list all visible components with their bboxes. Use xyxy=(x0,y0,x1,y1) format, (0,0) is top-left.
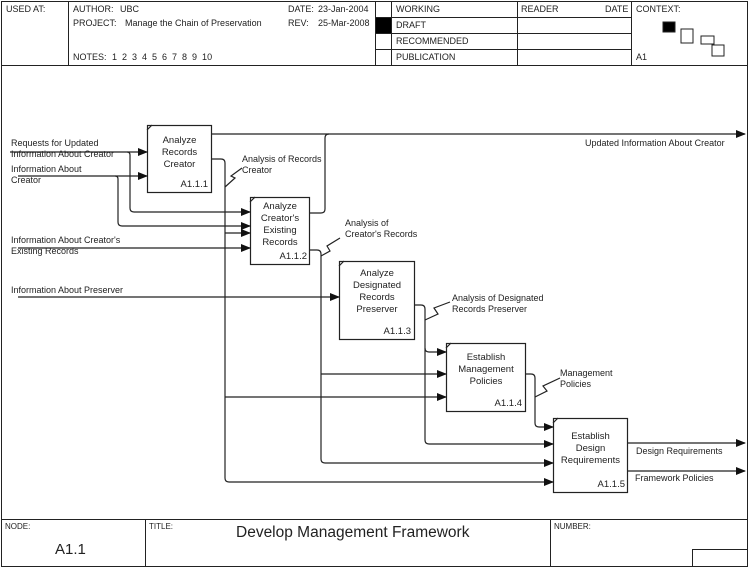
output-label: Design Requirements xyxy=(636,446,723,456)
arrow-analysis-creators-records xyxy=(309,249,554,467)
flow-label: Analysis of Designated Records Preserver xyxy=(452,293,544,314)
used-at-label: USED AT: xyxy=(6,4,46,14)
status-draft[interactable]: DRAFT xyxy=(396,20,426,30)
author-label: AUTHOR: xyxy=(73,4,114,14)
notes-value: 1 2 3 4 5 6 7 8 9 10 xyxy=(112,52,213,62)
title-label: TITLE: xyxy=(149,522,174,531)
activity-id: A1.1.1 xyxy=(180,179,208,190)
input-label: Information About Creator's Existing Rec… xyxy=(11,235,121,256)
activity-box-a115 xyxy=(552,417,629,494)
rev-value: 25-Mar-2008 xyxy=(318,18,370,28)
arrow-management-policies xyxy=(525,373,554,431)
number-label: NUMBER: xyxy=(554,522,591,531)
activity-label: Establish Management Policies xyxy=(458,352,514,387)
squiggle-2 xyxy=(320,237,341,257)
page-title: Develop Management Framework xyxy=(236,524,470,541)
squiggle-1 xyxy=(224,167,243,188)
node-value: A1.1 xyxy=(55,541,86,558)
activity-id: A1.1.5 xyxy=(597,479,625,490)
context-label: CONTEXT: xyxy=(636,4,681,14)
date-label: DATE: xyxy=(288,4,314,14)
flow-label: Analysis of Creator's Records xyxy=(345,218,418,239)
status-publication[interactable]: PUBLICATION xyxy=(396,52,456,62)
squiggle-4 xyxy=(534,377,561,398)
status-recommended[interactable]: RECOMMENDED xyxy=(396,36,469,46)
input-label: Information About Creator xyxy=(11,164,82,185)
reader-date-label: DATE xyxy=(605,4,629,14)
context-glyph xyxy=(662,21,725,57)
rev-label: REV: xyxy=(288,18,309,28)
project-value: Manage the Chain of Preservation xyxy=(125,18,262,28)
squiggle-3 xyxy=(424,301,451,321)
notes-label: NOTES: xyxy=(73,52,107,62)
input-label: Information About Preserver xyxy=(11,285,124,295)
flow-label: Analysis of Records Creator xyxy=(242,154,322,175)
date-value: 23-Jan-2004 xyxy=(318,4,369,14)
node-label: NODE: xyxy=(5,522,31,531)
activity-id: A1.1.4 xyxy=(494,398,522,409)
context-node: A1 xyxy=(636,52,648,62)
arrow-analysis-designated xyxy=(414,304,554,448)
status-working[interactable]: WORKING xyxy=(396,4,440,14)
project-label: PROJECT: xyxy=(73,18,117,28)
activity-label: Establish Design Requirements xyxy=(560,431,621,466)
input-label: Requests for Updated Information About C… xyxy=(11,138,115,159)
output-label: Updated Information About Creator xyxy=(585,138,725,148)
draft-status-marker xyxy=(376,18,391,33)
activity-id: A1.1.3 xyxy=(383,326,411,337)
output-label: Framework Policies xyxy=(635,473,714,483)
activity-label: Analyze Designated Records Preserver xyxy=(352,268,402,315)
flow-label: Management Policies xyxy=(560,368,613,389)
arrow-analysis-records-creator xyxy=(211,158,554,486)
reader-label: READER xyxy=(521,4,559,14)
activity-id: A1.1.2 xyxy=(279,251,307,262)
activity-label: Analyze Records Creator xyxy=(161,135,198,170)
activity-label: Analyze Creator's Existing Records xyxy=(260,201,300,248)
author-value: UBC xyxy=(120,4,140,14)
